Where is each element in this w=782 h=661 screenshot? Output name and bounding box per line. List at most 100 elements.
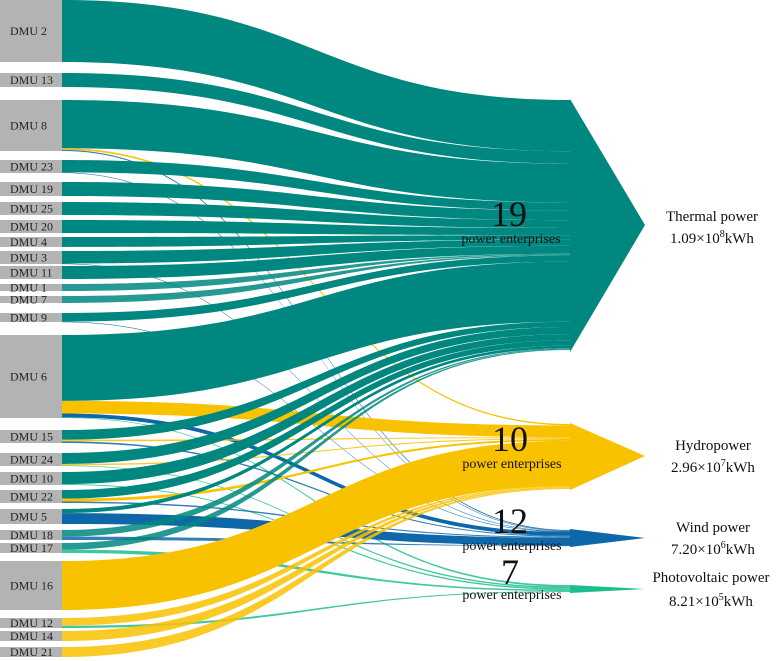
flow-dmu-18-to-thermal [62,348,570,537]
node-label-dmu-22: DMU 22 [10,490,53,504]
flow-dmu-25-to-thermal [62,202,570,229]
wind-name: Wind power [676,520,750,536]
flow-dmu-6-to-wind [62,413,570,536]
node-label-dmu-3: DMU 3 [10,251,47,265]
thermal-name: Thermal power [666,209,758,225]
flow-dmu-16-to-hydro [62,440,570,610]
node-dmu-20 [0,220,62,233]
flow-dmu-15-to-thermal [62,321,570,440]
thermal-count-label: power enterprises [461,232,560,247]
flow-dmu-11-to-thermal [62,245,570,279]
photovoltaic-count-number: 7 [501,552,519,592]
photovoltaic-target-node [570,585,645,593]
flow-dmu-2-to-thermal [62,0,570,152]
flow-dmu-8-to-thermal [62,100,570,203]
wind-value: 7.20×106kWh [671,540,755,558]
node-dmu-10 [0,472,62,485]
node-label-dmu-2: DMU 2 [10,24,47,38]
node-dmu-3 [0,251,62,264]
flow-dmu-19-to-thermal [62,182,570,221]
node-dmu-2 [0,0,62,62]
photovoltaic-target-label: Photovoltaic power 8.21×105kWh [652,570,769,610]
thermal-count: 19 power enterprises [461,194,560,247]
node-label-dmu-9: DMU 9 [10,311,47,325]
flow-dmu-6-to-thermal [62,261,570,401]
node-dmu-1 [0,284,62,291]
node-dmu-13 [0,73,62,87]
flow-dmu-23-to-thermal [62,160,570,211]
flow-dmu-3-to-thermal [62,239,570,264]
node-label-dmu-16: DMU 16 [10,579,53,593]
node-dmu-19 [0,182,62,196]
wind-target-label: Wind power 7.20×106kWh [671,520,755,558]
flow-dmu-1-to-thermal [62,253,570,291]
thermal-target-node [570,99,645,352]
node-dmu-24 [0,453,62,466]
node-label-dmu-19: DMU 19 [10,182,53,196]
wind-count-number: 12 [492,501,528,541]
flow-dmu-5-to-thermal [62,345,570,514]
flow-dmu-4-to-thermal [62,235,570,247]
node-label-dmu-15: DMU 15 [10,430,53,444]
node-label-dmu-7: DMU 7 [10,293,47,307]
wind-target-node [570,529,645,547]
flow-dmu-9-to-wind [62,321,570,533]
node-dmu-14 [0,631,62,641]
node-dmu-16 [0,561,62,610]
node-label-dmu-8: DMU 8 [10,119,47,133]
node-label-dmu-20: DMU 20 [10,220,53,234]
flow-links [62,0,570,657]
hydro-target-node [570,423,645,490]
flow-dmu-15-to-wind [62,441,570,537]
node-dmu-8 [0,100,62,151]
node-dmu-22 [0,490,62,503]
node-label-dmu-12: DMU 12 [10,616,53,630]
photovoltaic-name: Photovoltaic power [652,570,769,586]
node-dmu-5 [0,509,62,524]
node-dmu-17 [0,543,62,553]
node-label-dmu-24: DMU 24 [10,453,53,467]
flow-dmu-7-to-thermal [62,254,570,303]
photovoltaic-value: 8.21×105kWh [669,592,753,610]
flow-dmu-9-to-thermal [62,255,570,322]
flow-dmu-21-to-hydro [62,488,570,657]
hydro-target-label: Hydropower 2.96×107kWh [671,438,755,476]
node-dmu-6 [0,335,62,418]
node-label-dmu-11: DMU 11 [10,266,53,280]
flow-dmu-24-to-hydro [62,438,570,466]
node-label-dmu-21: DMU 21 [10,645,53,659]
thermal-target-label: Thermal power 1.09×108kWh [666,209,758,247]
wind-count-label: power enterprises [462,539,561,554]
photovoltaic-count: 7 power enterprises [462,552,561,603]
target-nodes [570,99,645,593]
node-label-dmu-4: DMU 4 [10,235,47,249]
node-dmu-25 [0,202,62,215]
hydro-count-number: 10 [492,419,528,459]
node-dmu-7 [0,296,62,303]
flow-dmu-24-to-thermal [62,327,570,464]
flow-dmu-20-to-thermal [62,220,570,236]
flow-dmu-12-to-hydro [62,486,570,626]
node-label-dmu-10: DMU 10 [10,472,53,486]
node-dmu-18 [0,530,62,540]
node-label-dmu-13: DMU 13 [10,73,53,87]
node-label-dmu-1: DMU 1 [10,281,47,295]
node-dmu-12 [0,618,62,628]
node-dmu-11 [0,266,62,279]
node-dmu-23 [0,160,62,173]
node-label-dmu-14: DMU 14 [10,629,53,643]
flow-dmu-13-to-thermal [62,73,570,164]
node-label-dmu-6: DMU 6 [10,370,47,384]
flow-dmu-22-to-thermal [62,340,570,499]
flow-dmu-22-to-hydro [62,439,570,502]
node-label-dmu-17: DMU 17 [10,541,53,555]
hydro-value: 2.96×107kWh [671,458,755,476]
node-dmu-21 [0,647,62,657]
hydro-name: Hydropower [675,438,751,454]
node-label-dmu-25: DMU 25 [10,202,53,216]
flow-dmu-10-to-thermal [62,334,570,485]
hydro-count: 10 power enterprises [462,419,561,472]
